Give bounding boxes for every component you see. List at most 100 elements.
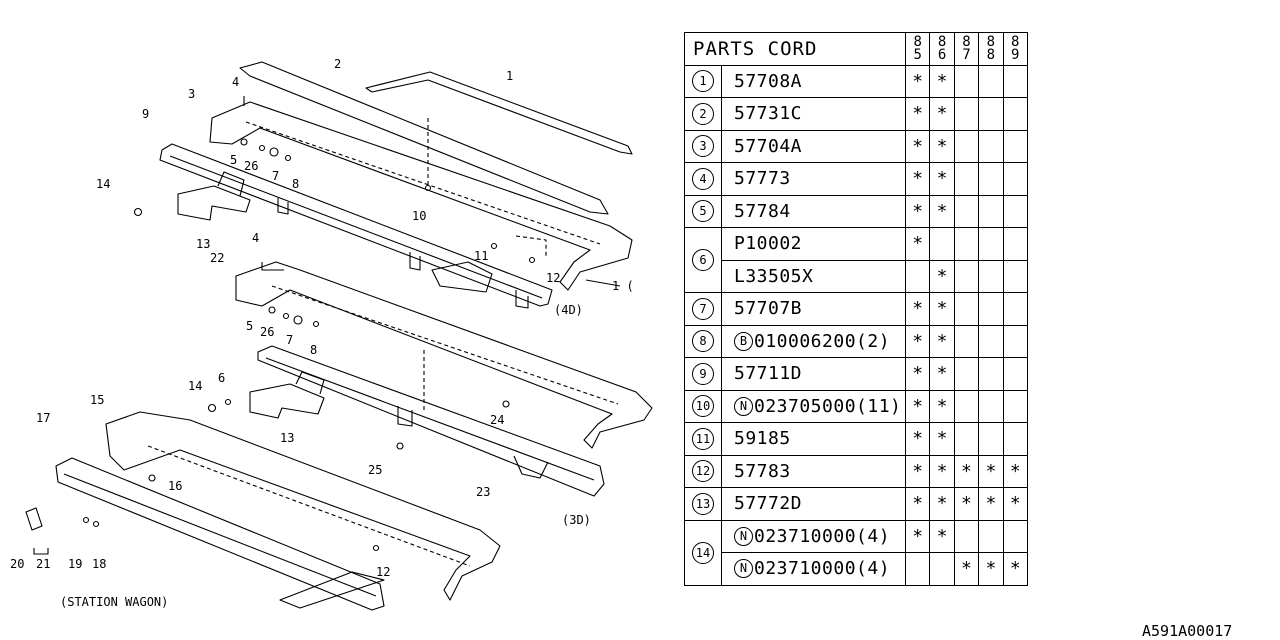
callout-5: 5	[230, 153, 237, 167]
callout-8-3d: 8	[310, 343, 317, 357]
part-number: P10002	[734, 233, 803, 255]
reinforcement-beam-4d	[159, 143, 553, 307]
callout-25: 25	[368, 463, 382, 477]
callout-18: 18	[92, 557, 106, 571]
ref-number: 14	[692, 541, 714, 564]
applicability-mark	[1002, 324, 1028, 358]
applicability-mark	[978, 389, 1004, 423]
applicability-mark	[978, 162, 1004, 196]
callout-11: 11	[474, 249, 488, 263]
applicability-mark	[978, 64, 1004, 98]
part-number: 023705000(11)	[754, 395, 902, 417]
applicability-mark: *	[904, 454, 931, 488]
applicability-mark: *	[953, 454, 980, 488]
bumper-cover-wagon	[105, 411, 501, 601]
label-station-wagon: (STATION WAGON)	[60, 595, 168, 609]
applicability-mark: *	[929, 389, 955, 423]
callout-4: 4	[232, 75, 239, 89]
part-number-cell: 57704A	[721, 129, 906, 163]
ref-number-cell: 7	[684, 292, 722, 326]
applicability-mark	[929, 227, 955, 261]
callout-24: 24	[490, 413, 504, 427]
applicability-mark: *	[929, 454, 955, 488]
callout-10: 10	[412, 209, 426, 223]
applicability-mark: *	[929, 357, 955, 391]
part-number-cell: 57773	[721, 162, 906, 196]
applicability-mark	[978, 97, 1004, 131]
part-number-cell: L33505X	[721, 259, 906, 293]
applicability-mark: *	[904, 357, 931, 391]
applicability-mark: *	[904, 487, 931, 521]
part-number: 59185	[734, 428, 791, 450]
applicability-mark	[929, 552, 955, 586]
applicability-mark	[978, 422, 1004, 456]
applicability-mark	[978, 129, 1004, 163]
applicability-mark	[953, 292, 980, 326]
applicability-mark	[953, 162, 980, 196]
callout-14-3d: 14	[188, 379, 202, 393]
ref-number-cell: 5	[684, 194, 722, 228]
part-number: 57773	[734, 168, 791, 190]
applicability-mark: *	[929, 129, 955, 163]
callout-5-3d: 5	[246, 319, 253, 333]
part-number: 57784	[734, 200, 791, 222]
applicability-mark	[1002, 357, 1028, 391]
applicability-mark: *	[904, 227, 931, 261]
ref-number-cell: 10	[684, 389, 722, 423]
applicability-mark	[1002, 259, 1028, 293]
part-prefix-symbol: N	[734, 559, 753, 579]
label-4d: (4D)	[554, 303, 583, 317]
applicability-mark	[1002, 194, 1028, 228]
reinforcement-beam-wagon	[55, 457, 385, 611]
applicability-mark	[953, 389, 980, 423]
ref-number-cell: 12	[684, 454, 722, 488]
applicability-mark	[1002, 64, 1028, 98]
part-prefix-symbol: B	[734, 331, 753, 351]
part-number-cell: 57731C	[721, 97, 906, 131]
applicability-mark	[953, 422, 980, 456]
reinforcement-beam-3d	[257, 345, 605, 497]
table-row: L33505X*	[685, 259, 1028, 293]
applicability-mark	[1002, 97, 1028, 131]
callout-17: 17	[36, 411, 50, 425]
part-prefix-symbol: N	[734, 526, 753, 546]
applicability-mark: *	[904, 162, 931, 196]
ref-number-cell: 3	[684, 129, 722, 163]
bracket-4d-right	[431, 261, 493, 293]
callout-12: 12	[546, 271, 560, 285]
part-number: 57711D	[734, 363, 803, 385]
ref-number: 6	[692, 249, 714, 271]
callout-20: 20	[10, 557, 24, 571]
ref-number: 5	[692, 200, 714, 223]
bracket-3d	[249, 383, 325, 419]
applicability-mark: *	[929, 292, 955, 326]
part-number-cell: 57711D	[721, 357, 906, 391]
callout-14: 14	[96, 177, 110, 191]
applicability-mark: *	[929, 162, 955, 196]
callout-9: 9	[142, 107, 149, 121]
applicability-mark	[904, 552, 931, 586]
applicability-mark: *	[929, 194, 955, 228]
applicability-mark: *	[1002, 552, 1028, 586]
part-number: 57783	[734, 460, 791, 482]
applicability-mark	[953, 357, 980, 391]
table-row: 6 P10002 *	[684, 227, 1028, 293]
applicability-mark	[953, 64, 980, 98]
applicability-mark	[978, 227, 1004, 261]
applicability-mark	[1002, 389, 1028, 423]
part-number: 010006200(2)	[754, 330, 891, 352]
applicability-mark	[978, 194, 1004, 228]
ref-number: 2	[692, 102, 714, 125]
callout-4-3d: 4	[252, 231, 259, 245]
applicability-mark: *	[929, 519, 955, 553]
part-number: 57772D	[734, 493, 803, 515]
callout-13: 13	[196, 237, 210, 251]
applicability-mark: *	[929, 324, 955, 358]
